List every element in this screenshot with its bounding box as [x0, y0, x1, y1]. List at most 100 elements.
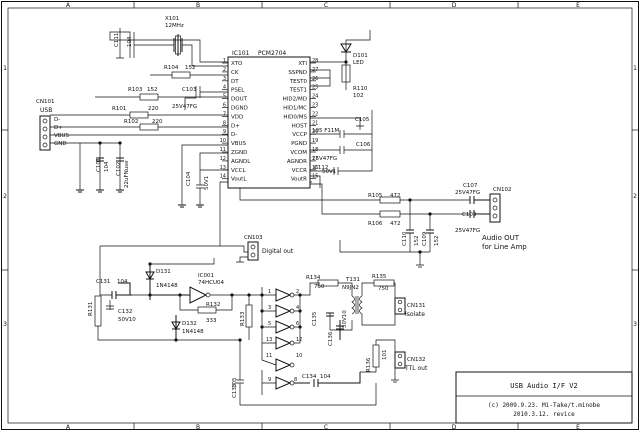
ic101-pin-number: 24: [312, 94, 318, 100]
x101-val: 12MHz: [165, 23, 184, 29]
col-label-bottom: B: [196, 424, 200, 431]
ic101-pin-number: 17: [312, 156, 318, 162]
inv-pin: 8: [294, 377, 297, 383]
c131-ref: C131: [96, 279, 110, 285]
c108-val: 25V47FG: [455, 228, 480, 234]
ic101-pin-name: VCCP: [292, 132, 307, 138]
c111-val: 104: [127, 36, 133, 47]
r102-val: 220: [152, 119, 163, 125]
audio-output: R105 472 R106 472 C110 152 C109 152 C107…: [228, 183, 527, 268]
r136-body: [372, 344, 380, 368]
junction-dots: [98, 60, 432, 342]
c104-val: 50V1: [204, 176, 210, 190]
ic101-part: PCM2704: [258, 50, 286, 57]
inv-pin: 1: [268, 289, 271, 295]
ic101-pin-name: VoutR: [291, 177, 307, 183]
cn103-ref: CN103: [244, 235, 263, 241]
ic101-pin-number: 2: [223, 67, 226, 73]
r105-ref: R105: [368, 193, 383, 199]
cn101-ref: CN101: [36, 99, 54, 105]
ic101-pin-number: 11: [220, 147, 226, 153]
ic101-pin-number: 3: [223, 76, 226, 82]
ic101-pin-number: 4: [223, 85, 226, 91]
cn103-body: [247, 241, 259, 261]
inv-pin: 10: [296, 353, 302, 359]
usb-pin-label: D+: [54, 125, 63, 131]
usb-pin-label: D-: [54, 117, 60, 123]
r134-val: 750: [314, 284, 325, 290]
d101-ref: D101: [353, 53, 368, 59]
c101-ref: C101: [96, 158, 102, 172]
ic101-pin-name: XTO: [231, 61, 243, 67]
ic101-pin-number: 6: [223, 103, 226, 109]
r106-val: 472: [390, 221, 401, 227]
ic101-pin-number: 23: [312, 103, 318, 109]
cn101-usb: CN101 USB D- D+ VBUS GND C101 104 C102 2…: [36, 99, 228, 193]
ic101-pin-number: 14: [220, 174, 226, 180]
d131-ref: D131: [156, 269, 171, 275]
c106-val: 25V47FG: [312, 156, 337, 162]
ic101-pin-number: 13: [220, 165, 226, 171]
ic101-pin-number: 8: [223, 120, 226, 126]
c107-ref: C107: [463, 183, 478, 189]
title-block: USB Audio I/F V2 (c) 2009.9.23. Mi-Take/…: [455, 371, 633, 424]
r136-val: 101: [382, 350, 388, 361]
ic101-pin-name: DGND: [231, 106, 248, 112]
ic101-pin-number: 16: [312, 165, 318, 171]
col-label-top: B: [196, 2, 200, 9]
ic101-pin-name: XTI: [298, 61, 307, 67]
c109-ref: C109: [422, 231, 428, 246]
c133-ref: C133: [232, 383, 238, 398]
ic101-pin-name: VCCR: [292, 168, 307, 174]
ic101-pin-number: 28: [312, 58, 318, 64]
ic101-pin-name: VCCL: [231, 168, 246, 174]
r102-ref: R102: [124, 119, 138, 125]
r132-val: 333: [206, 318, 217, 324]
ic101-pin-name: AGNDL: [231, 159, 251, 165]
c111-ref: C111: [114, 33, 120, 47]
inv-pin: 3: [268, 305, 271, 311]
r103-ref: R103: [128, 87, 143, 93]
c136-val: 50V10: [342, 310, 348, 328]
ic101-pin-number: 5: [223, 94, 226, 100]
ic101-pin-number: 12: [220, 156, 226, 162]
r132-ref: R132: [206, 302, 220, 308]
row-label-right: 1: [633, 65, 637, 72]
right-passives: C105 105 F11M C106 25V47FG C112 50V1: [310, 110, 373, 188]
c132-ref: C132: [118, 309, 132, 315]
d131-val: 1N4148: [156, 283, 178, 289]
c102-ref: C102: [116, 162, 122, 176]
crystal-led-area: X101 12MHz C111 104 D101 LED R110 102: [109, 16, 371, 99]
r133-ref: R133: [240, 311, 246, 326]
ic101-pin-number: 21: [312, 120, 318, 126]
inverter-buffers: 1 2 3 4 5 6 13 12 11 10 9 8 C134 104 C13…: [232, 282, 377, 406]
t131-ref: T131: [345, 277, 360, 283]
inverter-pin-numbers: 1 2 3 4 5 6 13 12 11 10 9 8: [266, 289, 302, 383]
cn132-name: TTL out: [404, 365, 428, 372]
vccl-area: C104 50V1: [178, 144, 228, 246]
ic101-pin-number: 10: [220, 138, 226, 144]
cn102-body: [489, 193, 501, 223]
cn101-name: USB: [40, 107, 52, 114]
col-label-top: E: [576, 2, 580, 9]
inv-pin: 13: [266, 337, 272, 343]
ic101-pin-number: 22: [312, 111, 318, 117]
ic101-pin-name: VoutL: [231, 177, 247, 183]
inv-pin: 12: [296, 337, 302, 343]
c112-ref: C112: [314, 165, 328, 171]
c112-val: 50V1: [322, 169, 336, 175]
r131-body: [94, 295, 102, 327]
ic101-pin-name: HID2/MD: [283, 97, 307, 103]
col-label-top: A: [66, 2, 71, 9]
r131-ref: R131: [88, 302, 94, 316]
ic101-pin-name: PSEL: [231, 88, 245, 94]
row-label-left: 1: [3, 65, 7, 72]
copyright-line: (c) 2009.9.23. Mi-Take/t.minobe: [488, 402, 600, 409]
ic101-pin-name: HOST: [292, 123, 308, 129]
ic101-pin-number: 20: [312, 129, 318, 135]
r106-body: [379, 210, 401, 218]
c132-val: 50V10: [118, 317, 136, 323]
usb-connector-body: [39, 115, 51, 151]
